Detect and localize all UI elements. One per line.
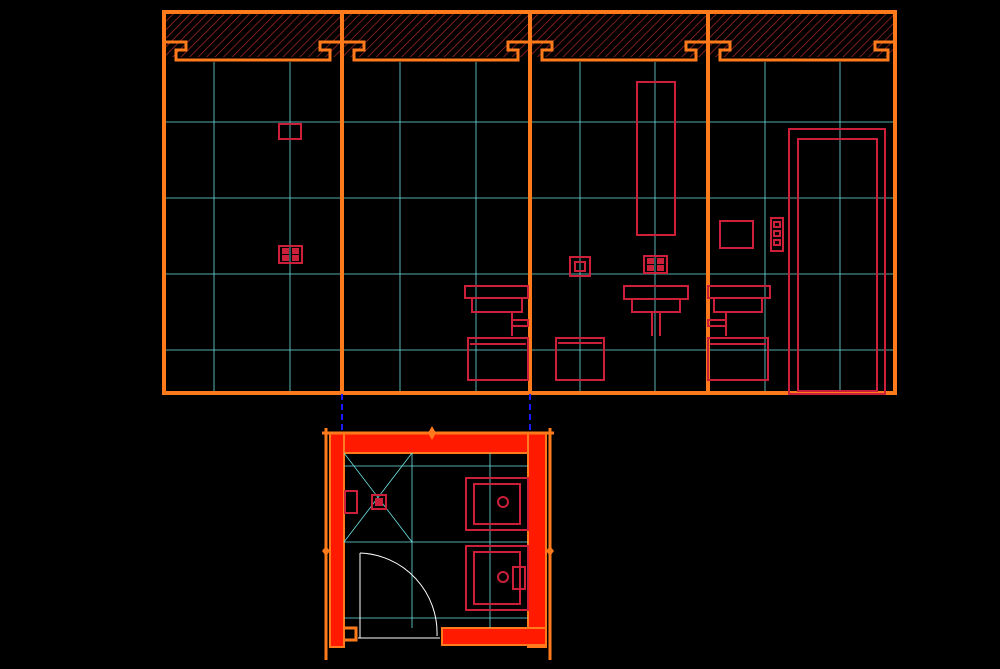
floor-drain-icon: [371, 494, 387, 510]
dimension-ticks: [322, 426, 554, 556]
switch-icon: [770, 217, 784, 252]
bidet-icon: [555, 337, 605, 381]
panel-4-fixtures: [707, 128, 886, 395]
cornice-profiles: [166, 40, 893, 62]
floor-tile-grid: [343, 452, 528, 628]
switch-icon: [719, 220, 754, 249]
plan-fixtures: [344, 477, 529, 611]
outlet-icon: [643, 255, 668, 274]
plan-wall-outline: [322, 428, 554, 660]
sink-icon: [707, 285, 771, 336]
panel-2-fixtures: [464, 285, 529, 381]
plan-walls: [329, 432, 547, 648]
toilet-icon: [467, 337, 529, 381]
switch-icon: [569, 256, 591, 277]
bidet-icon: [465, 477, 529, 531]
outlet-icon: [278, 245, 303, 264]
elevation-view: [162, 10, 897, 395]
switch-icon: [278, 123, 302, 140]
mirror-icon: [636, 81, 676, 236]
plan-view: [322, 426, 554, 660]
toilet-icon: [465, 545, 529, 611]
door-icon: [788, 128, 886, 395]
panel-1-fixtures: [278, 123, 303, 264]
sink-icon: [623, 285, 689, 336]
panel-3-fixtures: [555, 81, 689, 381]
toilet-icon: [707, 337, 769, 381]
door-icon: [358, 552, 440, 639]
sink-icon: [464, 285, 529, 336]
elevation-frame: [162, 10, 897, 395]
switch-icon: [344, 490, 358, 514]
